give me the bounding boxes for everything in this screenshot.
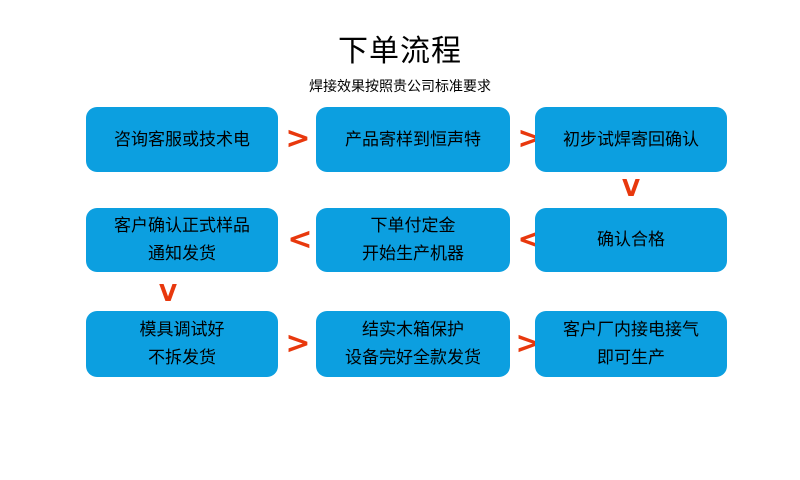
flow-box-step-1[interactable]: 咨询客服或技术电 bbox=[86, 107, 278, 172]
flow-box-line: 设备完好全款发货 bbox=[345, 348, 481, 368]
flow-box-line: 下单付定金 bbox=[370, 216, 456, 236]
arrow-down-icon-right: V bbox=[622, 176, 640, 202]
flow-box-line: 开始生产机器 bbox=[362, 244, 464, 264]
flow-box-step-8[interactable]: 结实木箱保护 设备完好全款发货 bbox=[316, 311, 510, 377]
page-title: 下单流程 bbox=[338, 34, 462, 69]
arrow-right-icon-row1-a: > bbox=[285, 121, 311, 156]
arrow-down-icon-left: V bbox=[159, 281, 177, 307]
flow-box-line: 咨询客服或技术电 bbox=[114, 129, 250, 150]
flow-box-step-3[interactable]: 初步试焊寄回确认 bbox=[535, 107, 727, 172]
flow-box-line: 产品寄样到恒声特 bbox=[345, 129, 481, 150]
flow-box-step-4[interactable]: 确认合格 bbox=[535, 208, 727, 272]
flow-box-line: 初步试焊寄回确认 bbox=[563, 129, 699, 150]
arrow-right-icon-row3-a: > bbox=[285, 326, 311, 361]
flow-box-step-6[interactable]: 客户确认正式样品 通知发货 bbox=[86, 208, 278, 272]
flow-box-step-9[interactable]: 客户厂内接电接气 即可生产 bbox=[535, 311, 727, 377]
arrow-left-icon-row2-a: < bbox=[287, 222, 313, 257]
flow-box-line: 不拆发货 bbox=[148, 348, 216, 368]
flow-box-line: 通知发货 bbox=[148, 244, 216, 264]
flow-box-step-7[interactable]: 模具调试好 不拆发货 bbox=[86, 311, 278, 377]
flow-box-line: 客户确认正式样品 bbox=[114, 216, 250, 236]
flow-box-line: 即可生产 bbox=[597, 348, 665, 368]
flow-box-line: 模具调试好 bbox=[139, 320, 225, 340]
flow-box-line: 客户厂内接电接气 bbox=[563, 320, 699, 340]
flow-box-step-2[interactable]: 产品寄样到恒声特 bbox=[316, 107, 510, 172]
page-subtitle: 焊接效果按照贵公司标准要求 bbox=[309, 79, 491, 95]
flow-box-step-5[interactable]: 下单付定金 开始生产机器 bbox=[316, 208, 510, 272]
flow-box-line: 结实木箱保护 bbox=[362, 320, 464, 340]
flow-box-line: 确认合格 bbox=[597, 230, 665, 250]
